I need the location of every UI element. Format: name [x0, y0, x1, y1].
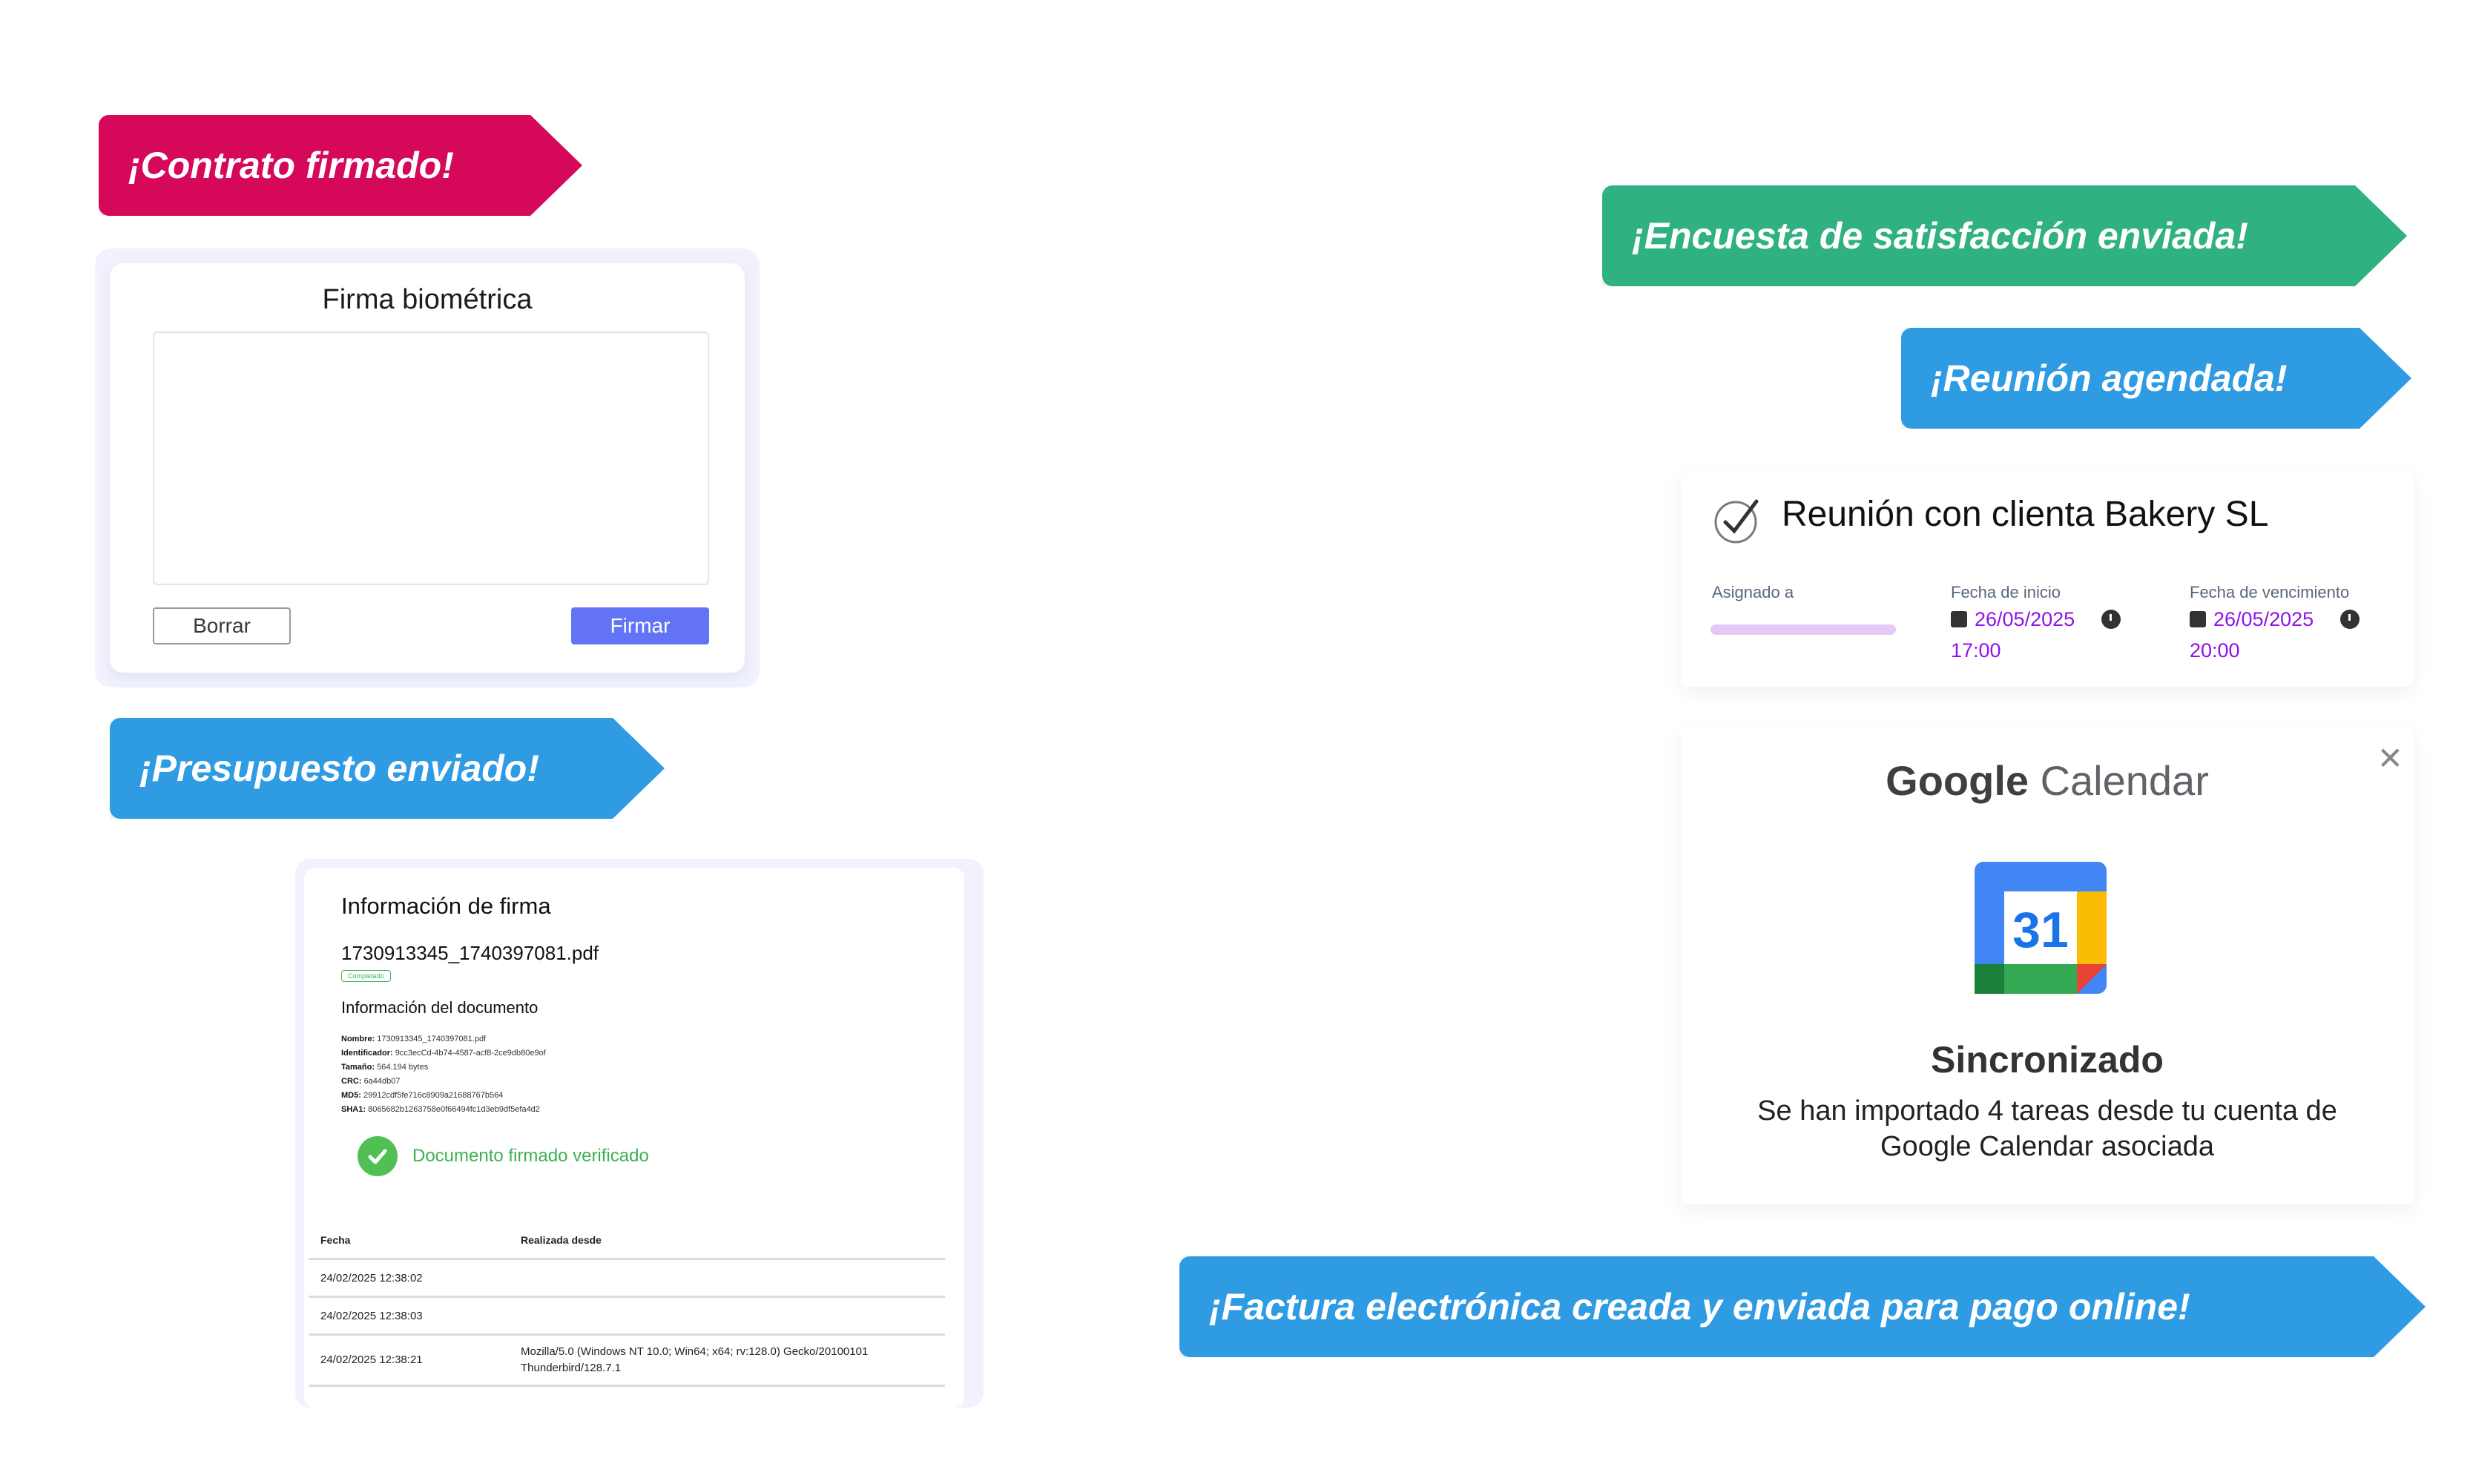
assigned-user[interactable]: [1710, 624, 1896, 635]
google-calendar-icon: 31: [1975, 862, 2107, 997]
table-row: 24/02/2025 12:38:03: [309, 1298, 945, 1336]
signature-log-table: Fecha Realizada desde 24/02/2025 12:38:0…: [309, 1222, 945, 1387]
signature-card: Firma biométrica Borrar Firmar: [110, 263, 745, 673]
start-date-label: Fecha de inicio: [1951, 583, 2061, 601]
svg-text:31: 31: [2012, 902, 2069, 958]
table-row: 24/02/2025 12:38:21 Mozilla/5.0 (Windows…: [309, 1336, 945, 1387]
table-header: Fecha Realizada desde: [309, 1222, 945, 1260]
document-filename: 1730913345_1740397081.pdf: [341, 942, 599, 964]
sync-message: Se han importado 4 tareas desde tu cuent…: [1757, 1095, 2337, 1162]
banner-encuesta-enviada: ¡Encuesta de satisfacción enviada!: [1602, 185, 2407, 286]
verified-text: Documento firmado verificado: [412, 1146, 649, 1166]
signature-info-card: Información de firma 1730913345_17403970…: [304, 868, 964, 1408]
google-calendar-logo: Google Calendar: [1886, 757, 2209, 804]
sign-button[interactable]: Firmar: [571, 607, 709, 644]
table-row: 24/02/2025 12:38:02: [309, 1260, 945, 1298]
signature-pad[interactable]: [153, 332, 709, 585]
due-date-label: Fecha de vencimiento: [2190, 583, 2350, 601]
start-date-field[interactable]: 26/05/2025: [1951, 608, 2121, 631]
status-badge: Completado: [341, 970, 391, 982]
check-circle-icon: [358, 1136, 398, 1176]
document-metadata: Nombre: 1730913345_1740397081.pdf Identi…: [341, 1035, 546, 1114]
clock-icon: [2101, 610, 2121, 629]
check-icon[interactable]: [1712, 494, 1764, 550]
meeting-title: Reunión con clienta Bakery SL: [1782, 495, 2269, 534]
banner-reunion-agendada: ¡Reunión agendada!: [1901, 328, 2411, 429]
banner-factura-electronica: ¡Factura electrónica creada y enviada pa…: [1179, 1256, 2426, 1357]
meeting-card: Reunión con clienta Bakery SL Asignado a…: [1681, 472, 2414, 687]
clock-icon: [2339, 610, 2360, 629]
signature-title: Firma biométrica: [322, 284, 533, 315]
document-info-title: Información del documento: [341, 998, 539, 1017]
calendar-icon: [2190, 611, 2206, 627]
google-calendar-card: ✕ Google Calendar 31 Sincronizado Se han…: [1681, 727, 2414, 1204]
clear-button[interactable]: Borrar: [153, 607, 291, 644]
due-time: 20:00: [2190, 639, 2240, 662]
start-time: 17:00: [1951, 639, 2001, 662]
assigned-label: Asignado a: [1712, 583, 1794, 601]
signature-info-title: Información de firma: [341, 893, 551, 919]
banner-presupuesto-enviado: ¡Presupuesto enviado!: [110, 718, 665, 819]
banner-contrato-firmado: ¡Contrato firmado!: [99, 115, 582, 216]
verified-status: Documento firmado verificado: [358, 1136, 649, 1176]
due-date-field[interactable]: 26/05/2025: [2190, 608, 2360, 631]
sync-title: Sincronizado: [1931, 1039, 2164, 1081]
calendar-icon: [1951, 611, 1967, 627]
close-icon[interactable]: ✕: [2377, 741, 2403, 776]
